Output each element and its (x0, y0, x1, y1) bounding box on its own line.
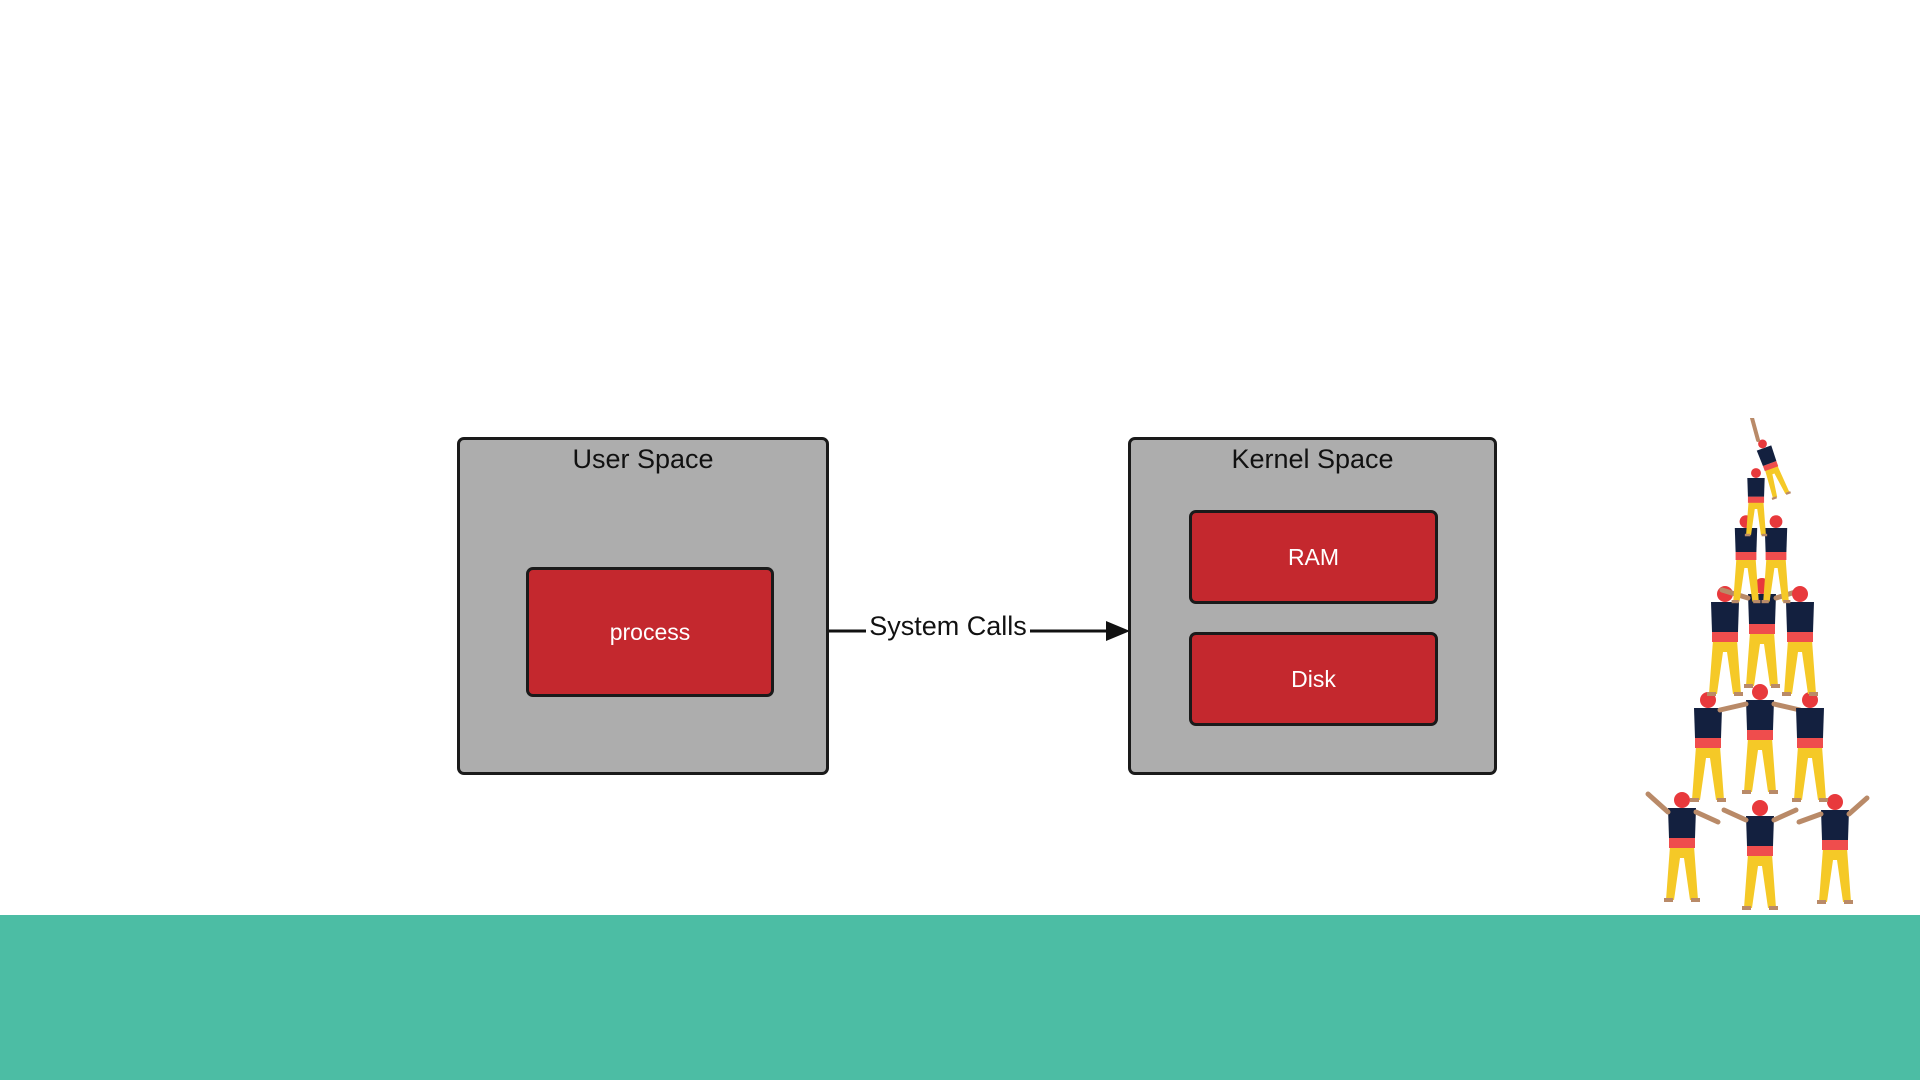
human-tower-castellers-icon (1630, 418, 1890, 938)
disk-block: Disk (1189, 632, 1438, 726)
ground-band (0, 915, 1920, 1080)
system-calls-arrowhead (1106, 621, 1130, 641)
system-calls-label: System Calls (866, 608, 1030, 644)
process-block: process (526, 567, 774, 697)
kernel-space-title: Kernel Space (1131, 444, 1494, 475)
kernel-space-box: Kernel Space RAM Disk (1128, 437, 1497, 775)
process-label: process (610, 619, 691, 646)
user-space-title: User Space (460, 444, 826, 475)
ram-label: RAM (1288, 544, 1339, 571)
disk-label: Disk (1291, 666, 1336, 693)
ram-block: RAM (1189, 510, 1438, 604)
user-space-box: User Space process (457, 437, 829, 775)
